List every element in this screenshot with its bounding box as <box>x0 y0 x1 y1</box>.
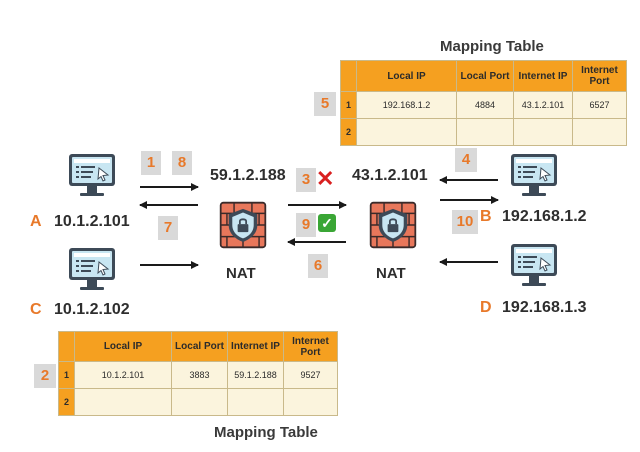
nat-right-public-ip: 43.1.2.101 <box>352 167 428 184</box>
table-row: 1 10.1.2.101 3883 59.1.2.188 9527 <box>58 361 338 389</box>
step-3-badge: 3 <box>296 168 316 192</box>
column-header: Local Port <box>456 60 514 92</box>
table-cell <box>456 118 514 146</box>
mapping-table-bottom: Local IP Local Port Internet IP Internet… <box>58 331 338 416</box>
table-cell <box>74 388 172 416</box>
host-c-letter: C <box>30 301 42 318</box>
step-8-badge: 8 <box>172 151 192 175</box>
table-cell <box>227 388 284 416</box>
table-row: 1 192.168.1.2 4884 43.1.2.101 6527 <box>340 91 627 119</box>
nat-right-label: NAT <box>376 265 406 282</box>
table-cell: 10.1.2.101 <box>74 361 172 389</box>
table-cell: 192.168.1.2 <box>356 91 457 119</box>
step-6-badge: 6 <box>308 254 328 278</box>
row-index: 2 <box>58 388 75 416</box>
table-cell: 4884 <box>456 91 514 119</box>
host-a-ip: 10.1.2.101 <box>54 213 130 230</box>
table-cell: 43.1.2.101 <box>513 91 573 119</box>
nat-left-public-ip: 59.1.2.188 <box>210 167 286 184</box>
mapping-table-bottom-title: Mapping Table <box>214 424 318 441</box>
host-b-ip: 192.168.1.2 <box>502 208 587 225</box>
column-header: Local Port <box>171 331 228 362</box>
column-header: Local IP <box>356 60 457 92</box>
column-header: Internet IP <box>513 60 573 92</box>
column-header: Internet Port <box>572 60 627 92</box>
mapping-table-top: Local IP Local Port Internet IP Internet… <box>340 60 627 146</box>
table-corner <box>340 60 357 92</box>
step-9-badge: 9 <box>296 213 316 237</box>
table-cell <box>171 388 228 416</box>
step-4-badge: 4 <box>455 148 477 172</box>
table-cell: 6527 <box>572 91 627 119</box>
table-cell: 9527 <box>283 361 338 389</box>
nat-left-label: NAT <box>226 265 256 282</box>
step-1-badge: 1 <box>141 151 161 175</box>
host-d-label: D 192.168.1.3 <box>480 299 587 317</box>
host-d-ip: 192.168.1.3 <box>502 299 587 316</box>
host-b-label: B 192.168.1.2 <box>480 208 587 226</box>
host-d-letter: D <box>480 299 492 316</box>
step-7-badge: 7 <box>158 216 178 240</box>
mapping-table-top-title: Mapping Table <box>440 38 544 55</box>
table-row: 2 <box>58 388 338 416</box>
host-a-label: A 10.1.2.101 <box>30 213 130 231</box>
host-b-letter: B <box>480 208 492 225</box>
row-index: 1 <box>340 91 357 119</box>
step-5-badge: 5 <box>314 92 336 116</box>
blocked-x-icon: ✕ <box>316 166 335 191</box>
table-cell <box>283 388 338 416</box>
host-c-ip: 10.1.2.102 <box>54 301 130 318</box>
step-2-badge: 2 <box>34 364 56 388</box>
table-cell <box>572 118 627 146</box>
step-10-badge: 10 <box>452 210 478 234</box>
allowed-check-icon: ✓ <box>318 214 336 232</box>
column-header: Internet IP <box>227 331 284 362</box>
host-c-label: C 10.1.2.102 <box>30 301 130 319</box>
host-a-letter: A <box>30 213 42 230</box>
table-row: 2 <box>340 118 627 146</box>
table-cell <box>513 118 573 146</box>
column-header: Internet Port <box>283 331 338 362</box>
